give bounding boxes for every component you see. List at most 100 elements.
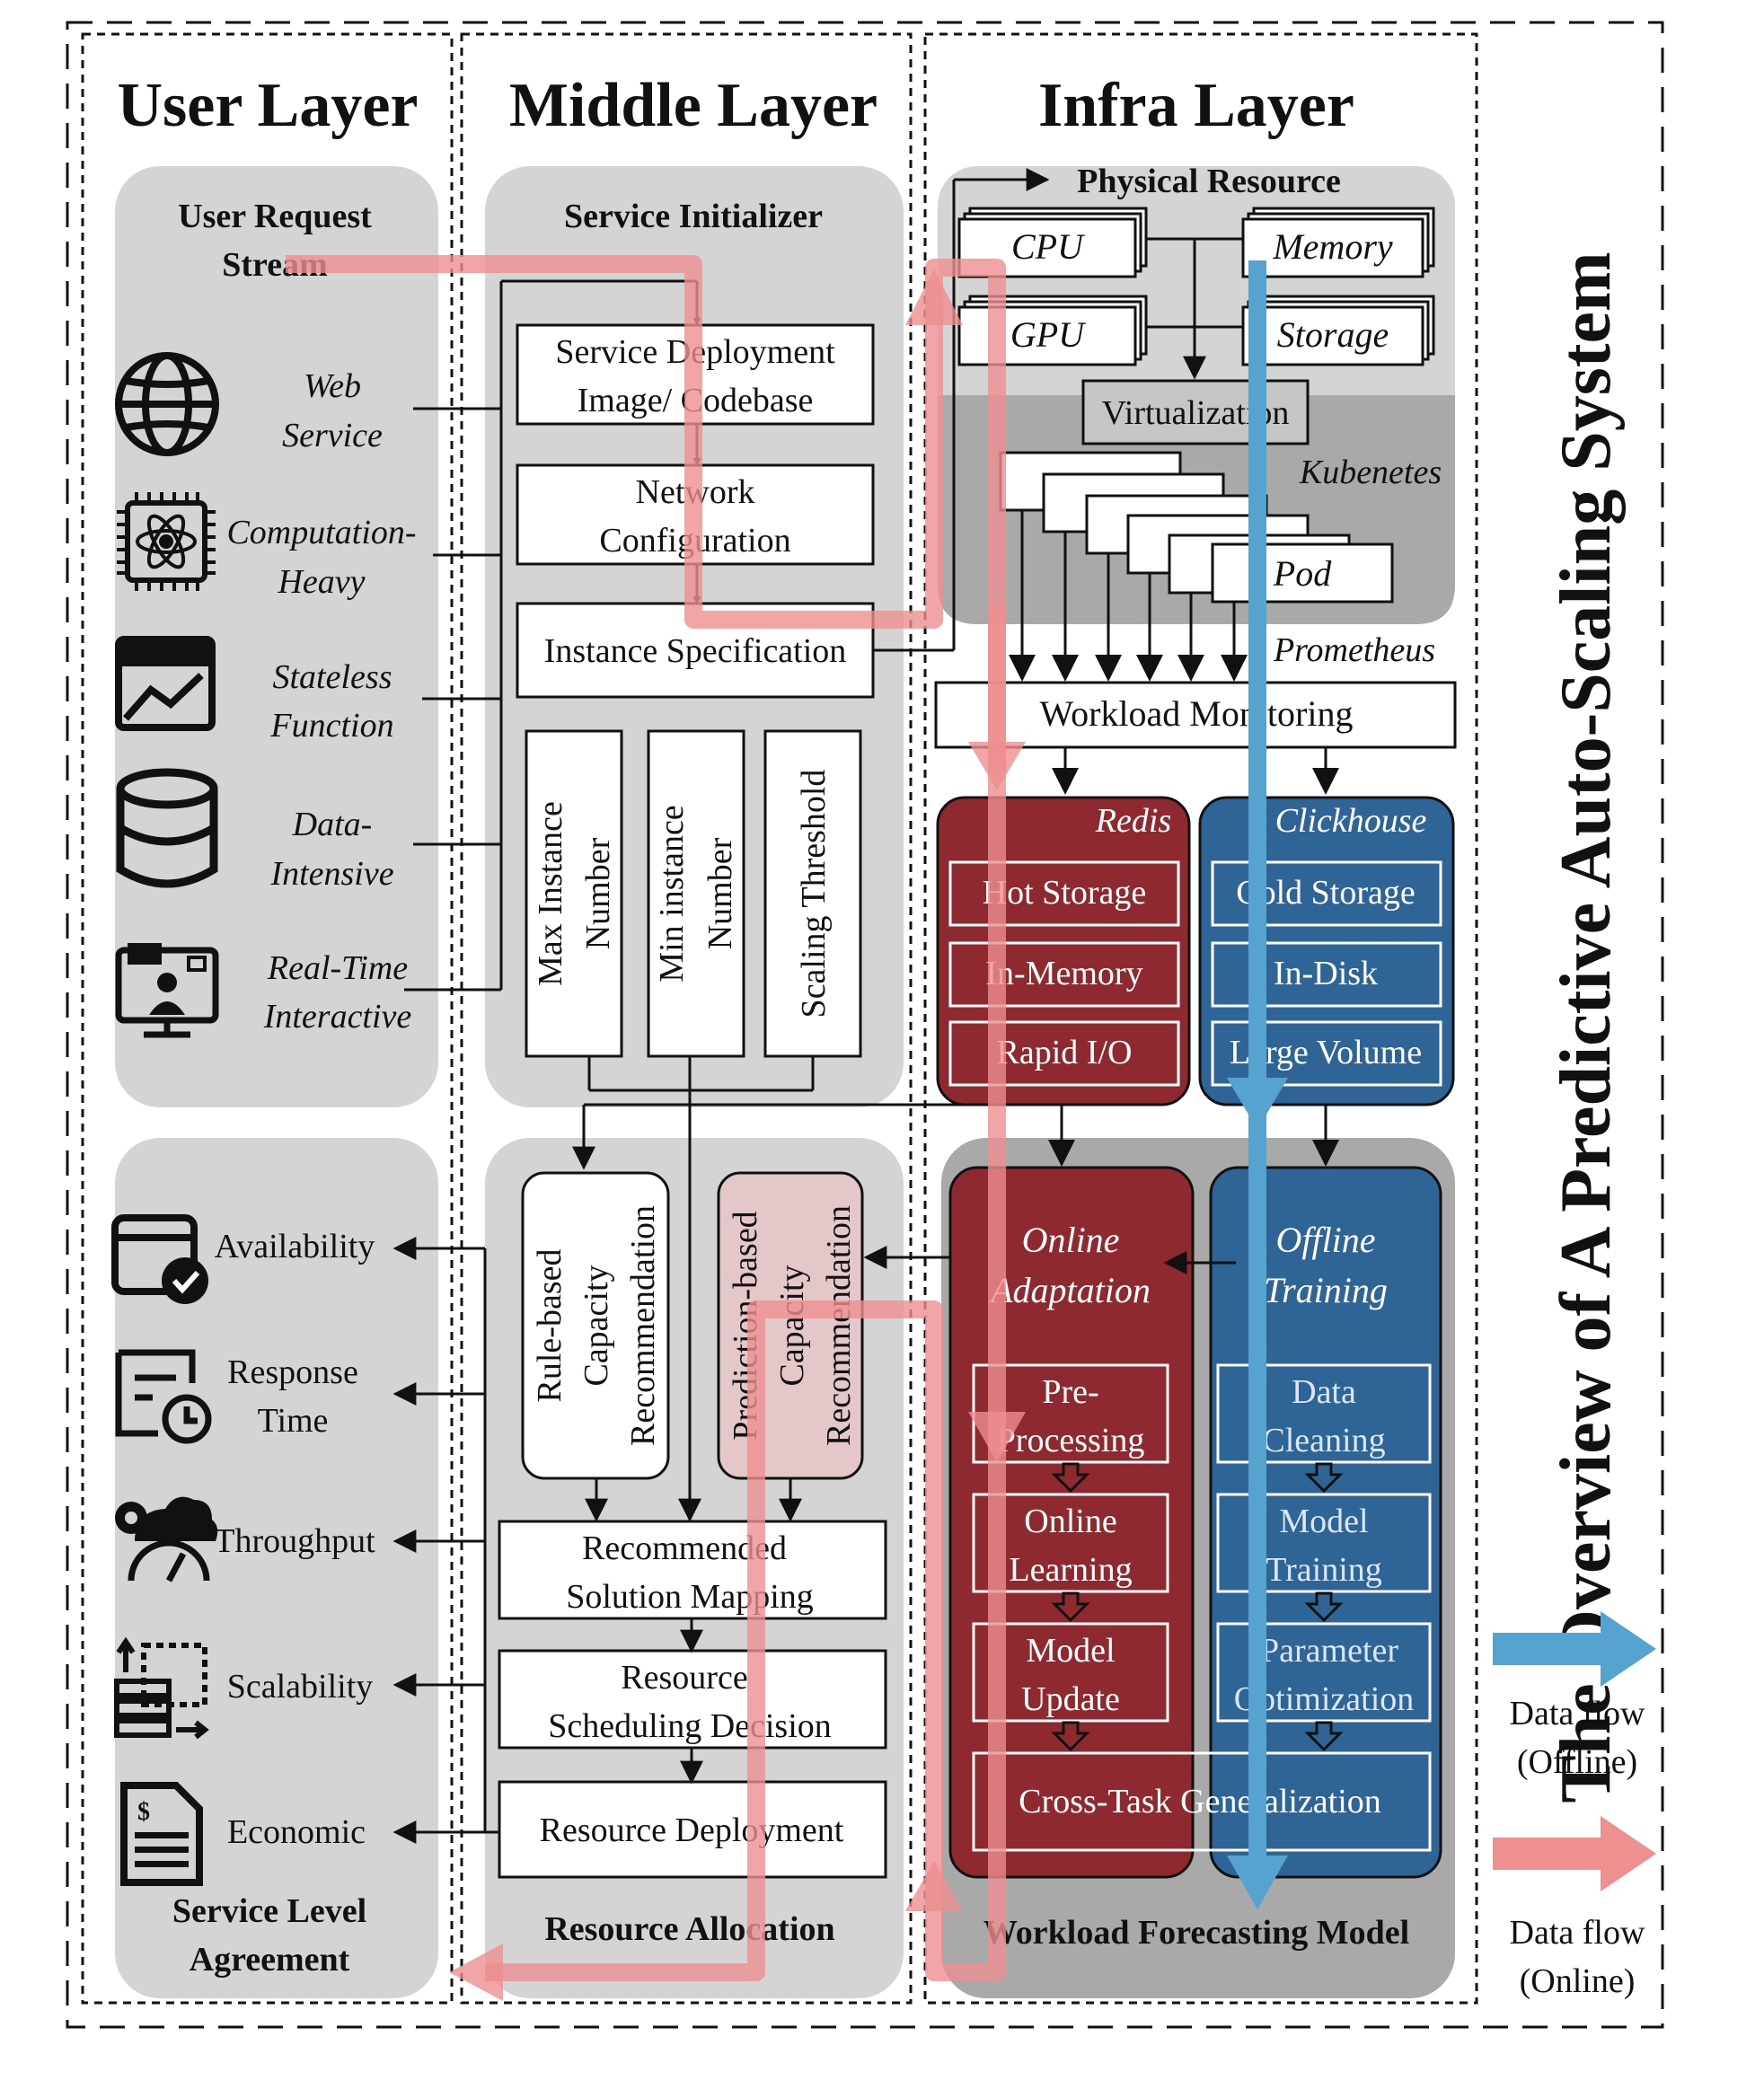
user-layer-frame bbox=[81, 32, 454, 2005]
online-flow-return-arrowhead bbox=[905, 1861, 963, 1911]
legend-offline-arrow bbox=[1493, 1611, 1656, 1687]
online-flow-request bbox=[286, 255, 1006, 771]
data-cleaning-label-1: Data bbox=[1292, 1373, 1356, 1411]
rapid-io-box bbox=[948, 1020, 1180, 1087]
cpu-stack bbox=[957, 207, 1148, 278]
middle-layer-title: Middle Layer bbox=[509, 71, 878, 140]
model-training-label-2: Training bbox=[1266, 1551, 1382, 1589]
pods-stack bbox=[999, 451, 1394, 604]
legend-online-label-1: Data flow bbox=[1510, 1914, 1645, 1952]
solution-mapping-label-2: Solution Mapping bbox=[566, 1578, 814, 1616]
prediction-based-label-3: Recommendation bbox=[820, 1205, 858, 1446]
rule-based-label-3: Recommendation bbox=[624, 1205, 662, 1446]
max-instance-label-1: Max Instance bbox=[532, 801, 569, 986]
invoice-icon: $ bbox=[120, 1782, 203, 1886]
online-learning-label-1: Online bbox=[1024, 1503, 1116, 1540]
legend-offline-label-2: (Offline) bbox=[1517, 1743, 1637, 1781]
scaling-threshold-box bbox=[763, 729, 862, 1058]
globe-icon bbox=[115, 352, 219, 456]
server-scale-icon bbox=[114, 1636, 209, 1740]
storage-stack bbox=[1241, 295, 1435, 366]
min-instance-box bbox=[647, 729, 745, 1058]
real-time-label-2: Interactive bbox=[263, 998, 412, 1036]
online-flow-up-arrowhead bbox=[905, 269, 963, 325]
physical-resource-title: Physical Resource bbox=[1077, 163, 1341, 200]
scalability-label: Scalability bbox=[227, 1668, 374, 1706]
cross-task-label: Cross-Task Generalization bbox=[1019, 1783, 1381, 1820]
data-cleaning-label-2: Cleaning bbox=[1262, 1422, 1385, 1459]
offline-training-title-2: Training bbox=[1264, 1270, 1388, 1310]
resource-deployment-label: Resource Deployment bbox=[540, 1812, 844, 1849]
video-call-icon-details bbox=[128, 943, 207, 1015]
offline-flow-end-arrowhead bbox=[1227, 1856, 1288, 1909]
sla-connectors bbox=[392, 1237, 499, 1844]
online-adaptation-title-1: Online bbox=[1022, 1220, 1120, 1260]
solution-mapping-box bbox=[498, 1520, 887, 1620]
side-title: The Overview of A Predictive Auto-Scalin… bbox=[1547, 251, 1626, 1803]
database-icon bbox=[116, 768, 218, 888]
calendar-check-badge bbox=[162, 1257, 208, 1304]
large-volume-box bbox=[1211, 1020, 1442, 1087]
resource-allocation-title: Resource Allocation bbox=[544, 1910, 834, 1948]
instance-specification-label: Instance Specification bbox=[544, 632, 847, 670]
invoice-dollar-glyph: $ bbox=[137, 1798, 150, 1826]
parameter-optimization-box bbox=[1216, 1622, 1432, 1723]
scheduling-decision-label-1: Resource bbox=[621, 1659, 747, 1697]
offline-training-panel bbox=[1209, 1166, 1442, 1879]
clock-document-icon bbox=[115, 1349, 212, 1444]
outer-frame bbox=[66, 21, 1664, 2029]
legend-online-label-2: (Online) bbox=[1520, 1962, 1636, 2000]
rule-based-label-1: Rule-based bbox=[531, 1249, 569, 1403]
cross-task-box bbox=[972, 1751, 1432, 1852]
calendar-check-icon bbox=[111, 1214, 198, 1295]
video-call-icon bbox=[115, 947, 219, 1038]
monitoring-arrows bbox=[1052, 747, 1339, 795]
resource-connectors bbox=[1146, 237, 1243, 380]
calendar-check-mark bbox=[172, 1270, 200, 1294]
max-instance-label-2: Number bbox=[579, 837, 617, 949]
min-instance-label-1: Min instance bbox=[653, 805, 691, 982]
economic-label: Economic bbox=[227, 1813, 366, 1851]
rapid-io-label: Rapid I/O bbox=[997, 1034, 1133, 1071]
response-time-label-1: Response bbox=[227, 1353, 358, 1391]
web-service-label-1: Web bbox=[304, 367, 361, 405]
cold-storage-box bbox=[1211, 860, 1442, 927]
model-update-box bbox=[972, 1622, 1169, 1723]
memory-stack bbox=[1241, 207, 1435, 278]
virtualization-box bbox=[1081, 379, 1310, 445]
gpu-label: GPU bbox=[1010, 314, 1087, 355]
preprocessing-label-2: Processing bbox=[997, 1422, 1145, 1459]
availability-label: Availability bbox=[215, 1228, 375, 1265]
online-flow-preprocess-arrowhead bbox=[968, 1412, 1026, 1462]
data-cleaning-box bbox=[1216, 1363, 1432, 1464]
stateless-function-label-1: Stateless bbox=[273, 658, 392, 696]
computation-heavy-label-1: Computation- bbox=[226, 514, 416, 551]
throughput-label: Throughput bbox=[214, 1522, 375, 1560]
scaling-threshold-label: Scaling Threshold bbox=[795, 770, 833, 1018]
cpu-label: CPU bbox=[1011, 226, 1086, 267]
preprocessing-label-1: Pre- bbox=[1042, 1373, 1098, 1411]
function-chart-icon-bar bbox=[119, 639, 212, 661]
in-disk-label: In-Disk bbox=[1274, 955, 1378, 992]
scheduling-decision-box bbox=[498, 1649, 887, 1750]
legend-online-arrow bbox=[1493, 1816, 1656, 1891]
hot-storage-label: Hot Storage bbox=[983, 874, 1147, 912]
chip-atom-icon bbox=[117, 492, 216, 591]
min-instance-label-2: Number bbox=[701, 837, 739, 949]
model-update-label-2: Update bbox=[1021, 1680, 1120, 1718]
in-memory-box bbox=[948, 941, 1180, 1008]
step-arrows bbox=[1051, 1462, 1344, 1752]
user-request-title-1: User Request bbox=[178, 198, 372, 235]
sla-panel bbox=[115, 1138, 438, 1998]
parameter-optimization-label-1: Parameter bbox=[1260, 1632, 1398, 1670]
real-time-label-1: Real-Time bbox=[267, 949, 408, 987]
online-flow-sla-arrowhead bbox=[449, 1944, 503, 2001]
memory-label: Memory bbox=[1272, 226, 1393, 267]
online-learning-label-2: Learning bbox=[1009, 1551, 1132, 1589]
response-time-label-2: Time bbox=[258, 1402, 329, 1440]
pod-arrows bbox=[1009, 510, 1248, 682]
middle-layer-frame bbox=[460, 32, 913, 2005]
offline-flow-mid-arrowhead bbox=[1227, 1078, 1288, 1130]
user-layer-title: User Layer bbox=[118, 71, 419, 140]
